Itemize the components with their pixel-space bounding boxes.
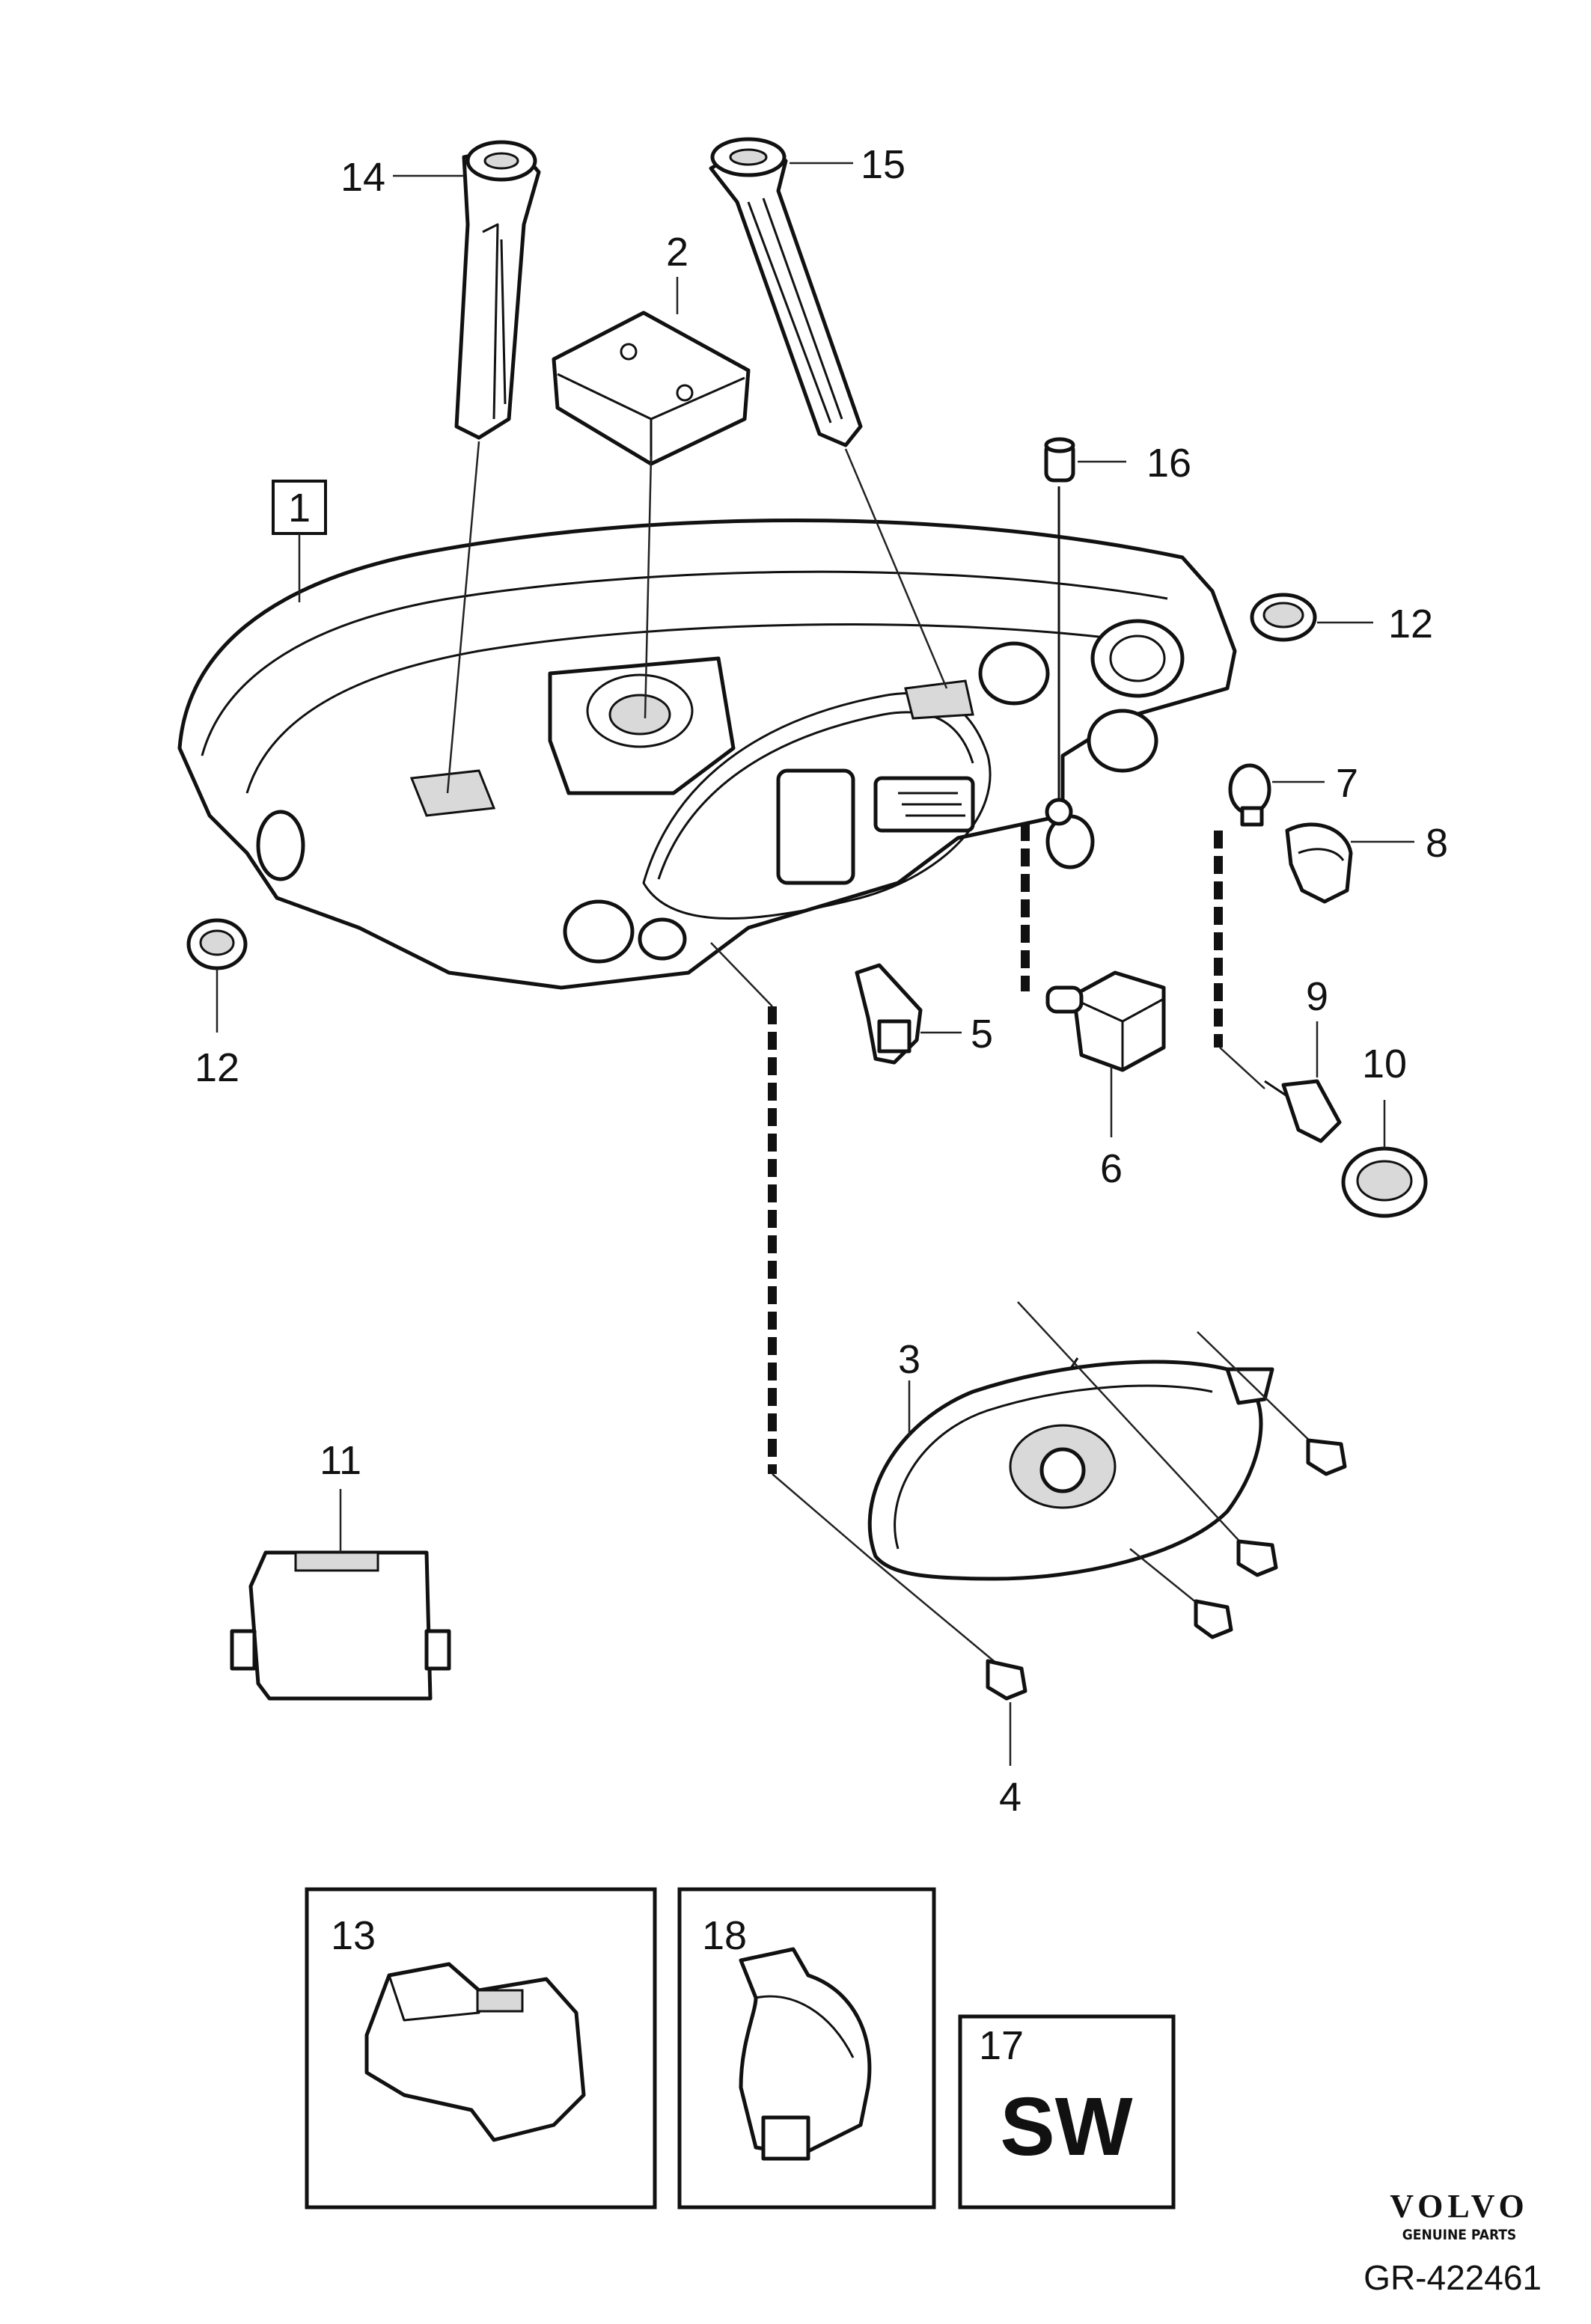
callout-15: 15 [861, 142, 906, 187]
part-12-grommet-left [186, 918, 248, 1033]
callout-4: 4 [999, 1775, 1022, 1820]
screw-4d [1197, 1331, 1347, 1476]
callout-12-left: 12 [195, 1045, 239, 1090]
box-17: SW [958, 2014, 1176, 2210]
callout-11: 11 [320, 1438, 361, 1483]
part-15-rod [709, 137, 948, 689]
part-9-bulb [1264, 1021, 1342, 1143]
callout-17: 17 [979, 2023, 1024, 2068]
callout-8: 8 [1426, 821, 1448, 866]
part-14-rod [446, 140, 541, 794]
screw-4b [1017, 1301, 1278, 1577]
callout-10: 10 [1362, 1042, 1407, 1086]
callout-6: 6 [1100, 1146, 1123, 1191]
leader-lines [393, 162, 1373, 624]
volvo-logo: VOLVO GENUINE PARTS [1390, 2188, 1529, 2243]
part-16-cap [1044, 437, 1075, 483]
svg-text:VOLVO: VOLVO [1390, 2188, 1529, 2224]
part-3-lamp [867, 1357, 1274, 1581]
callout-13: 13 [331, 1913, 376, 1958]
screw-4c [1129, 1548, 1233, 1639]
callout-5: 5 [971, 1012, 993, 1056]
callout-14: 14 [341, 155, 385, 200]
box-17-code: SW [1000, 2081, 1132, 2173]
callout-16: 16 [1146, 441, 1191, 486]
callout-12-right: 12 [1388, 602, 1433, 646]
reference-number: GR-422461 [1364, 2258, 1542, 2297]
callout-18: 18 [702, 1913, 747, 1958]
part-4-screws [867, 1301, 1347, 1766]
part-8-bulb-holder [1285, 822, 1414, 904]
callout-7: 7 [1336, 761, 1358, 806]
callout-3: 3 [898, 1337, 920, 1382]
part-2-cover [552, 311, 751, 719]
svg-text:GENUINE PARTS: GENUINE PARTS [1402, 2227, 1516, 2243]
callout-labels: 1 2 3 4 5 6 7 8 9 10 11 12 12 13 14 15 1… [195, 142, 1448, 2068]
part-6-igniter [1045, 970, 1166, 1137]
part-12-grommet-right [1250, 593, 1317, 642]
callout-1: 1 [288, 486, 311, 530]
headlamp-housing [177, 486, 1237, 990]
assembly-lines [710, 823, 1265, 1557]
callout-2: 2 [666, 230, 688, 275]
callout-9: 9 [1306, 974, 1328, 1019]
part-11-module [230, 1489, 451, 1701]
part-5-bulb [855, 963, 962, 1065]
label-1-box [272, 480, 327, 602]
part-7-bulb [1228, 763, 1325, 827]
box-13 [305, 1887, 657, 2210]
part-10-cap [1341, 1100, 1428, 1218]
screw-4a [867, 1556, 1027, 1701]
box-18 [677, 1887, 936, 2210]
